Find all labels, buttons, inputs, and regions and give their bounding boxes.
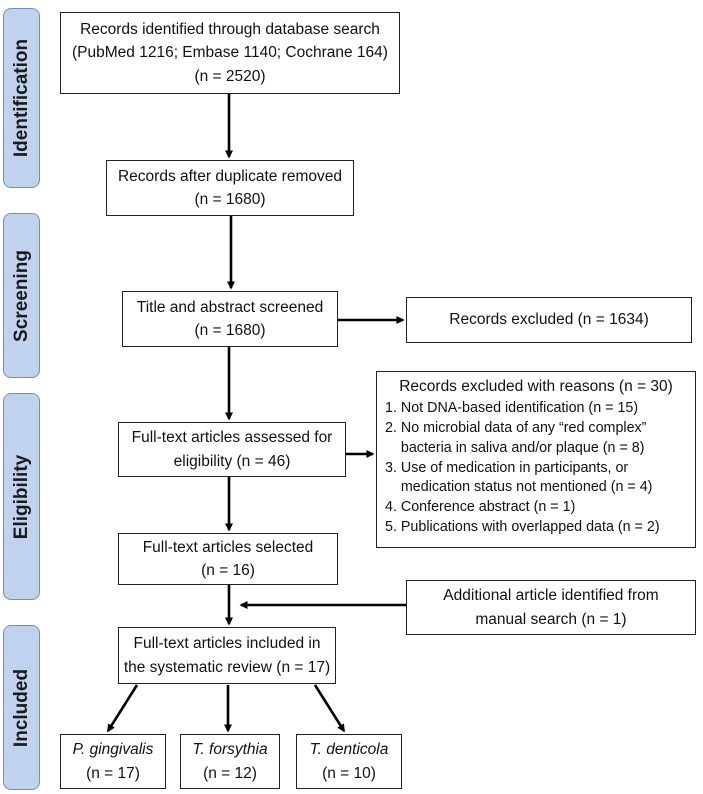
arrow-included-to-td [313,684,346,733]
duplicates-removed-box: Records after duplicate removed (n = 168… [106,160,354,216]
box-text: eligibility (n = 46) [173,452,291,470]
box-text: Additional article identified from [443,587,659,605]
box-text: Full-text articles assessed for [131,429,333,447]
reason-item: medication status not mentioned (n = 4) [385,479,653,496]
box-title: Records excluded with reasons (n = 30) [399,378,673,395]
t-denticola-box: T. denticola (n = 10) [296,734,402,789]
records-excluded-box: Records excluded (n = 1634) [406,297,692,343]
excluded-with-reasons-box: Records excluded with reasons (n = 30) 1… [376,371,696,548]
reason-item: bacteria in saliva and/or plaque (n = 8) [385,439,645,456]
phase-identification: Identification [3,8,40,188]
arrow-included-to-pg [106,684,139,733]
box-count: (n = 1680) [194,191,266,208]
species-name: P. gingivalis [72,741,154,759]
phase-screening: Screening [3,213,40,378]
title-abstract-screened-box: Title and abstract screened (n = 1680) [122,291,338,347]
included-review-box: Full-text articles included in the syste… [118,627,336,684]
records-identified-box: Records identified through database sear… [60,12,400,94]
box-text: Records after duplicate removed [117,167,342,185]
box-count: manual search (n = 1) [475,610,627,628]
p-gingivalis-box: P. gingivalis (n = 17) [60,734,166,789]
species-name: T. denticola [309,741,389,759]
reason-item: 3. Use of medication in participants, or [385,459,629,476]
reason-item: 1. Not DNA-based identification (n = 15) [385,400,639,417]
box-count: (n = 2520) [194,67,266,85]
box-text: the systematic review (n = 17) [123,658,331,676]
additional-article-box: Additional article identified from manua… [406,580,696,635]
reason-item: 2. No microbial data of any “red complex… [385,420,647,437]
phase-included: Included [3,625,40,790]
box-count: (n = 16) [201,562,255,579]
box-text: Full-text articles selected [142,538,314,556]
box-text: Records excluded (n = 1634) [449,311,649,329]
fulltext-selected-box: Full-text articles selected (n = 16) [118,533,338,585]
box-text: (PubMed 1216; Embase 1140; Cochrane 164) [72,44,388,62]
box-count: (n = 17) [86,764,140,782]
species-name: T. forsythia [192,741,268,759]
phase-eligibility: Eligibility [3,393,40,600]
box-count: (n = 12) [203,764,257,782]
box-count: (n = 10) [322,764,376,782]
box-count: (n = 1680) [194,322,266,339]
reason-item: 5. Publications with overlapped data (n … [385,518,660,535]
box-text: Title and abstract screened [136,298,324,316]
reason-item: 4. Conference abstract (n = 1) [385,498,576,515]
t-forsythia-box: T. forsythia (n = 12) [180,734,280,789]
fulltext-assessed-box: Full-text articles assessed for eligibil… [118,422,346,477]
box-text: Full-text articles included in [133,635,321,653]
box-text: Records identified through database sear… [80,21,380,39]
